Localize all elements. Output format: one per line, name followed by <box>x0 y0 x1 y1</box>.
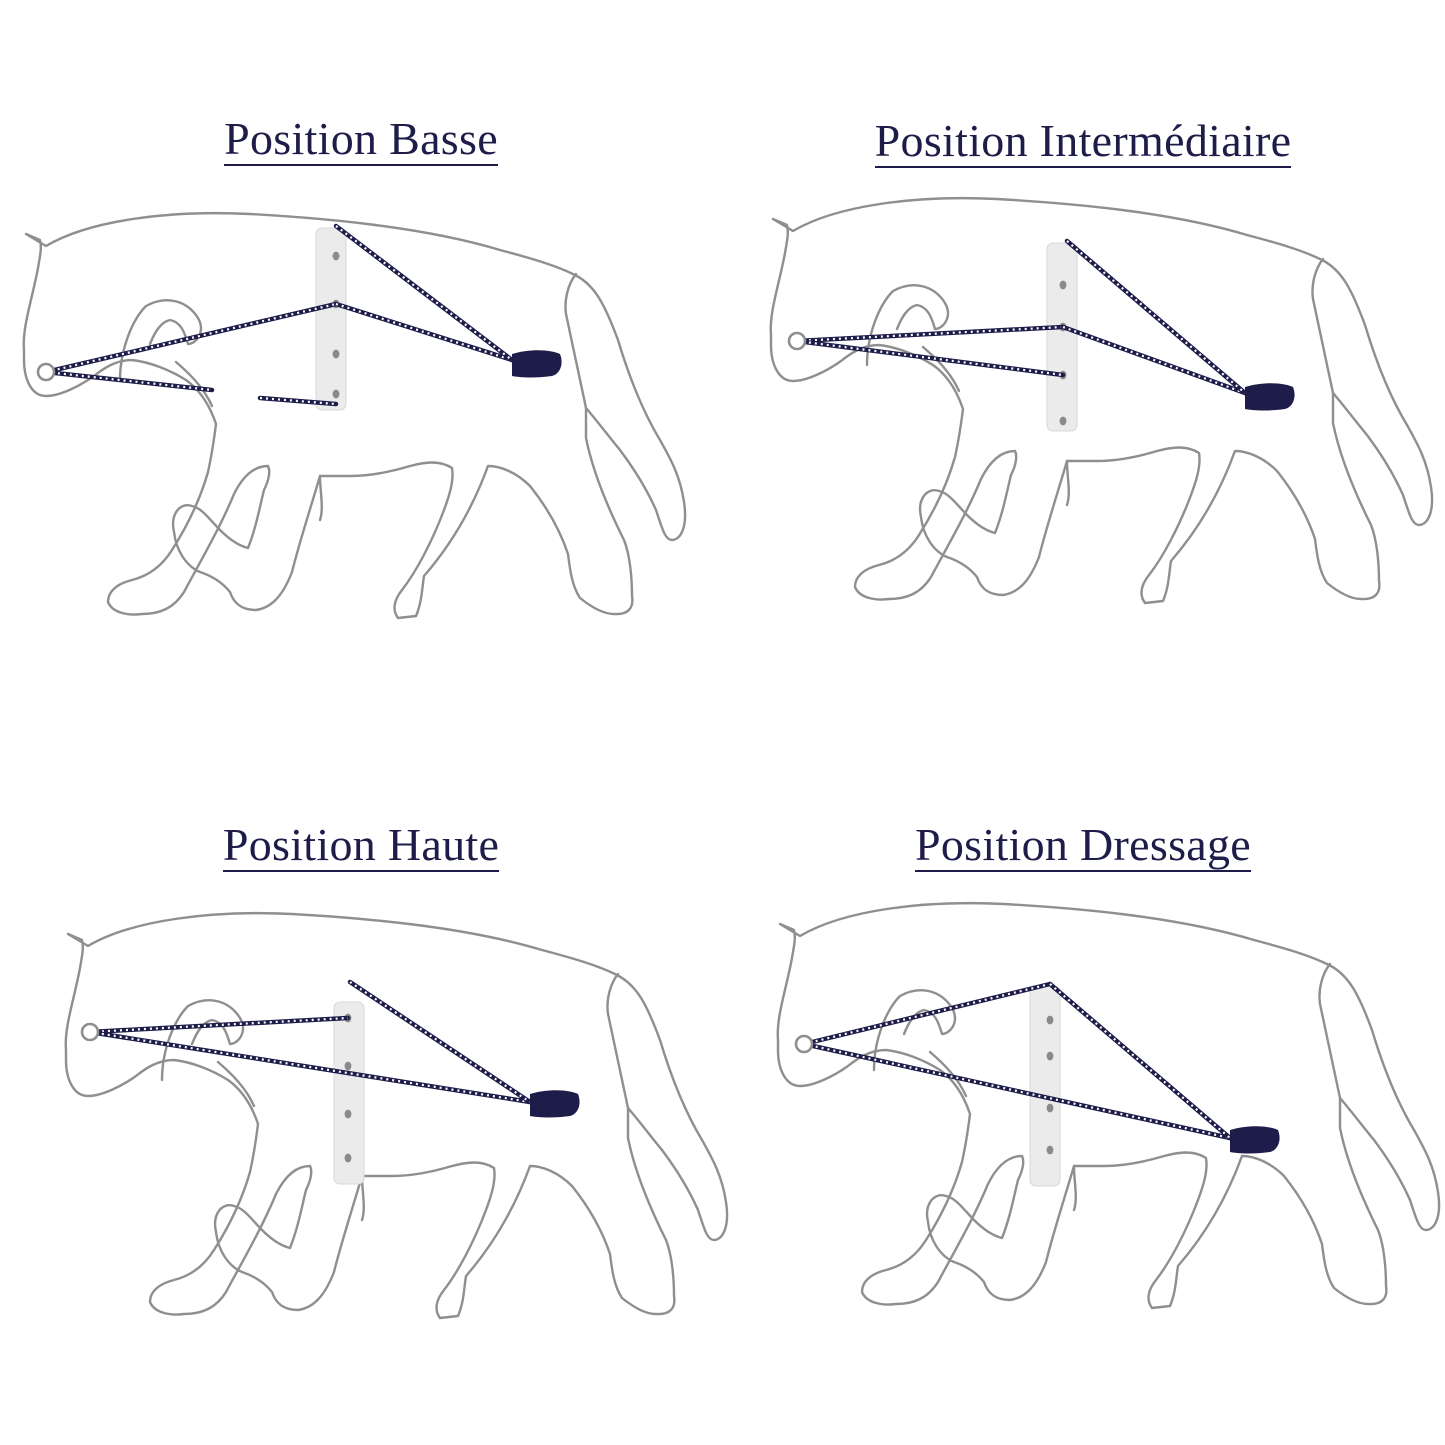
horse-diagram <box>769 196 1434 605</box>
horse-detail-line <box>921 345 961 393</box>
panel-title-text: Position Intermédiaire <box>874 116 1292 169</box>
horse-detail-line <box>1072 1164 1077 1212</box>
horse-detail-line <box>1318 962 1342 1100</box>
horse-detail-line <box>318 474 323 522</box>
lunging-cord <box>1047 981 1233 1141</box>
panel-title-text: Position Haute <box>222 820 500 873</box>
breeching-pad <box>1245 383 1295 411</box>
bit-ring <box>36 362 56 382</box>
lunging-cord-twist <box>89 1030 531 1104</box>
surcingle-hole <box>344 1153 352 1163</box>
horse-detail-line <box>928 1050 968 1098</box>
breeching-pad <box>512 350 562 378</box>
surcingle-hole <box>344 1109 352 1119</box>
panel-position-basse: Position Basse <box>0 0 722 722</box>
horse-detail-line <box>1065 459 1070 507</box>
horse-outline <box>776 901 1441 1310</box>
horse-detail-line <box>118 299 203 382</box>
lunging-cord-twist <box>259 396 337 406</box>
bit-ring <box>787 331 807 351</box>
horse-detail-line <box>1311 257 1335 395</box>
lunging-cord-twist <box>803 1042 1231 1140</box>
horse-detail-line <box>174 360 214 408</box>
surcingle-hole <box>344 1061 352 1071</box>
surcingle-hole <box>332 349 340 359</box>
horse-group <box>22 211 687 620</box>
panel-title: Position Basse <box>0 112 722 167</box>
panel-title: Position Haute <box>0 818 722 873</box>
breeching-pad <box>530 1090 580 1118</box>
lunging-cord-twist <box>796 339 1064 377</box>
lunging-cord-twist <box>89 1016 349 1034</box>
horse-outline <box>64 911 729 1320</box>
lunging-cord-twist <box>1062 325 1246 395</box>
horse-diagram <box>64 911 729 1320</box>
lunging-cord-twist <box>45 302 337 374</box>
panel-position-intermediaire: Position Intermédiaire <box>722 0 1444 722</box>
lunging-cord-twist <box>796 325 1064 343</box>
surcingle <box>333 1001 365 1185</box>
surcingle-hole <box>1046 1015 1054 1025</box>
lunging-cord-twist <box>335 225 513 361</box>
horse-group <box>769 196 1434 605</box>
horse-diagram <box>22 211 687 620</box>
lunging-cord-twist <box>803 982 1051 1046</box>
horse-diagram <box>776 901 1441 1310</box>
surcingle-hole <box>1046 1145 1054 1155</box>
lunging-cord-twist <box>335 302 513 362</box>
horse-detail-line <box>160 999 245 1082</box>
horse-outline <box>22 211 687 620</box>
lunging-cord-twist <box>45 370 213 392</box>
panel-title: Position Intermédiaire <box>722 114 1444 169</box>
horse-detail-line <box>872 989 957 1072</box>
surcingle <box>315 227 347 411</box>
surcingle-hole <box>1046 1103 1054 1113</box>
surcingle-hole <box>332 389 340 399</box>
panel-title: Position Dressage <box>722 818 1444 873</box>
surcingle-hole <box>1046 1051 1054 1061</box>
lunging-cord-twist <box>349 981 531 1103</box>
surcingle-hole <box>332 251 340 261</box>
panel-position-dressage: Position Dressage <box>722 722 1444 1444</box>
lunging-cord <box>1064 238 1248 396</box>
panel-title-text: Position Dressage <box>914 820 1252 873</box>
panel-title-text: Position Basse <box>224 114 498 167</box>
bit-ring <box>794 1034 814 1054</box>
surcingle-hole <box>1059 416 1067 426</box>
horse-group <box>64 911 729 1320</box>
panel-position-haute: Position Haute <box>0 722 729 1444</box>
surcingle <box>1029 985 1061 1187</box>
bit-ring <box>80 1022 100 1042</box>
horse-detail-line <box>865 284 950 367</box>
horse-detail-line <box>564 272 588 410</box>
surcingle-hole <box>1059 280 1067 290</box>
surcingle <box>1046 242 1078 432</box>
horse-outline <box>769 196 1434 605</box>
breeching-pad <box>1230 1126 1280 1154</box>
horse-detail-line <box>216 1060 256 1108</box>
horse-group <box>776 901 1441 1310</box>
horse-detail-line <box>606 972 630 1110</box>
